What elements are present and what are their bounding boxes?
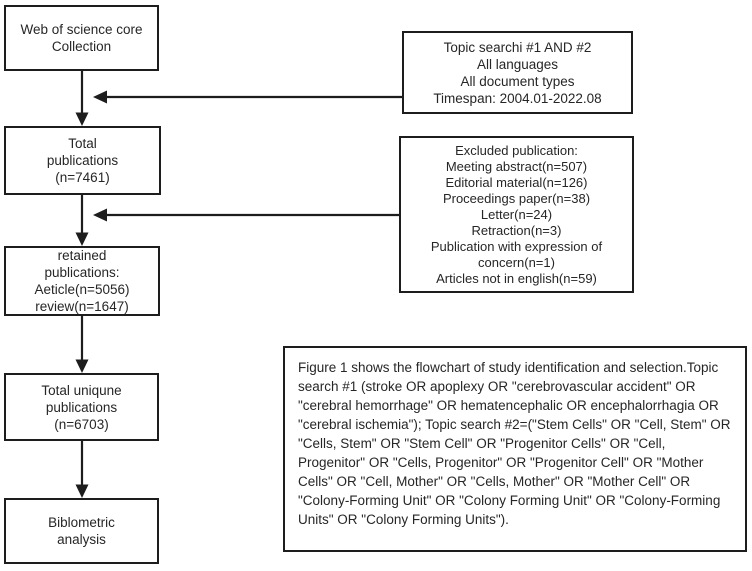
left-arrow-search-criteria [93,90,402,104]
flow-box-web-of-science: Web of science core Collection [4,5,159,71]
down-arrow-4 [75,441,89,498]
side-box-search-criteria: Topic searchi #1 AND #2 All languages Al… [402,31,633,114]
down-arrow-1 [75,71,89,126]
flow-box-retained-publications: retained publications: Aeticle(n=5056) r… [4,246,160,316]
flow-box-total-publications: Total publications (n=7461) [4,126,161,195]
down-arrow-3 [75,316,89,373]
flow-box-total-unique-publications: Total uniqune publications (n=6703) [4,373,159,441]
figure-caption-text: Figure 1 shows the flowchart of study id… [298,360,731,527]
flow-box-bibliometric-analysis: Biblometric analysis [4,498,159,564]
left-arrow-excluded [93,208,399,222]
figure-caption-box: Figure 1 shows the flowchart of study id… [283,346,747,552]
down-arrow-2 [75,195,89,246]
side-box-excluded-publications: Excluded publication: Meeting abstract(n… [399,136,634,293]
